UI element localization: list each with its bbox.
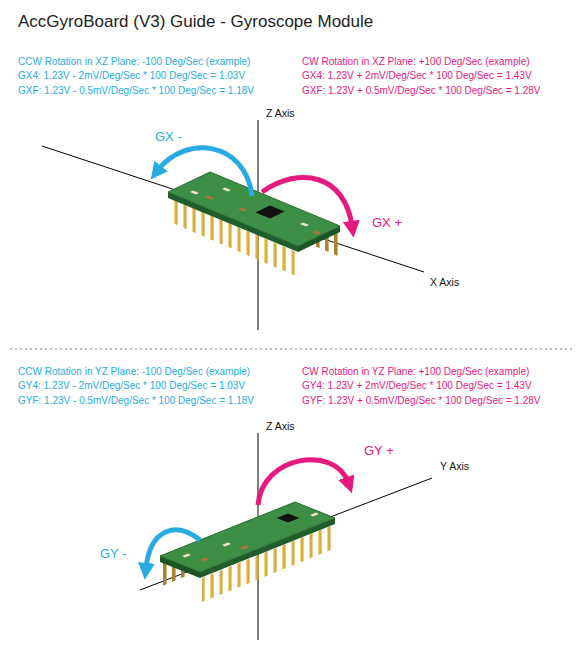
formula: GXF: 1.23V - 0.5mV/Deg/Sec * 100 Deg/Sec… bbox=[18, 86, 254, 96]
component bbox=[310, 513, 319, 517]
component bbox=[222, 543, 231, 547]
rotation-arrow bbox=[146, 530, 200, 568]
formula: GXF: 1.23V + 0.5mV/Deg/Sec * 100 Deg/Sec… bbox=[302, 86, 540, 96]
component bbox=[205, 196, 214, 200]
component bbox=[182, 554, 191, 558]
separator bbox=[10, 348, 574, 350]
component bbox=[312, 231, 321, 235]
rotation-note: CW Rotation in YZ Plane: +100 Deg/Sec (e… bbox=[302, 367, 529, 377]
component bbox=[240, 546, 249, 550]
circuit-board bbox=[168, 172, 340, 246]
formula: GYF: 1.23V + 0.5mV/Deg/Sec * 100 Deg/Sec… bbox=[302, 396, 540, 406]
formula: GY4: 1.23V + 2mV/Deg/Sec * 100 Deg/Sec =… bbox=[302, 381, 532, 391]
rotation-label: GX - bbox=[155, 130, 182, 143]
formula: GY4: 1.23V - 2mV/Deg/Sec * 100 Deg/Sec =… bbox=[18, 381, 245, 391]
axis-label: Z Axis bbox=[266, 108, 295, 119]
y-axis-line bbox=[140, 478, 432, 590]
page-title: AccGyroBoard (V3) Guide - Gyroscope Modu… bbox=[18, 13, 373, 30]
rotation-arrow bbox=[258, 460, 348, 505]
rotation-label: GX + bbox=[372, 216, 402, 229]
gyro-chip bbox=[255, 206, 284, 219]
x-axis-line bbox=[42, 146, 424, 272]
circuit-board bbox=[160, 502, 335, 572]
component bbox=[238, 208, 247, 212]
formula: GX4: 1.23V + 2mV/Deg/Sec * 100 Deg/Sec =… bbox=[302, 71, 532, 81]
component bbox=[300, 223, 309, 227]
formula: GX4: 1.23V - 2mV/Deg/Sec * 100 Deg/Sec =… bbox=[18, 71, 245, 81]
axis-label: Y Axis bbox=[440, 461, 469, 472]
rotation-note: CCW Rotation in XZ Plane: -100 Deg/Sec (… bbox=[18, 57, 250, 67]
rotation-arrow bbox=[158, 148, 252, 196]
component bbox=[190, 191, 199, 195]
axis-label: X Axis bbox=[430, 277, 459, 288]
component bbox=[200, 558, 209, 562]
component bbox=[222, 188, 231, 192]
rotation-arrow bbox=[262, 177, 352, 226]
gyro-chip bbox=[277, 514, 299, 523]
rotation-note: CCW Rotation in YZ Plane: -100 Deg/Sec (… bbox=[18, 367, 250, 377]
rotation-note: CW Rotation in XZ Plane: +100 Deg/Sec (e… bbox=[302, 57, 530, 67]
axis-label: Z Axis bbox=[266, 421, 295, 432]
rotation-label: GY + bbox=[364, 444, 394, 457]
rotation-label: GY - bbox=[100, 547, 127, 560]
formula: GYF: 1.23V - 0.5mV/Deg/Sec * 100 Deg/Sec… bbox=[18, 396, 254, 406]
